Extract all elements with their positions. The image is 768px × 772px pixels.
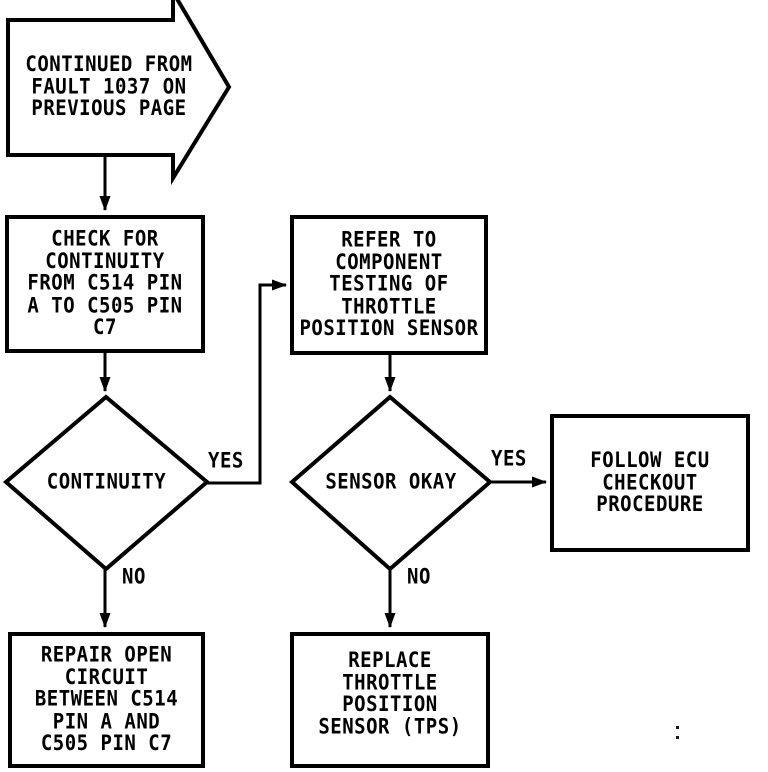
process-box-follow-ecu	[550, 414, 750, 552]
process-replace-label: REPLACE THROTTLE POSITION SENSOR (TPS)	[318, 647, 462, 739]
continuity-no-label: NO	[122, 564, 146, 590]
offpage-connector-label: CONTINUED FROM FAULT 1037 ON PREVIOUS PA…	[25, 52, 193, 122]
process-follow-ecu-label: FOLLOW ECU CHECKOUT PROCEDURE	[590, 447, 710, 517]
scan-artifact-dots	[676, 726, 679, 729]
continuity-yes-text: YES	[208, 448, 244, 474]
process-refer-label: REFER TO COMPONENT TESTING OF THROTTLE P…	[299, 227, 479, 341]
process-follow-ecu-text: FOLLOW ECU CHECKOUT PROCEDURE	[550, 414, 750, 552]
sensor-yes-text: YES	[491, 446, 527, 472]
decision-continuity-label: CONTINUITY	[46, 469, 167, 495]
process-check-label: CHECK FOR CONTINUITY FROM C514 PIN A TO …	[27, 226, 183, 340]
sensor-no-label: NO	[407, 564, 431, 590]
process-repair-label: REPAIR OPEN CIRCUIT BETWEEN C514 PIN A A…	[34, 642, 179, 756]
sensor-no-text: NO	[407, 564, 431, 590]
process-box-repair	[8, 632, 205, 768]
offpage-connector-text: CONTINUED FROM FAULT 1037 ON PREVIOUS PA…	[8, 20, 210, 155]
continuity-yes-label: YES	[208, 448, 244, 474]
decision-continuity-text: CONTINUITY	[6, 396, 207, 570]
process-repair-text: REPAIR OPEN CIRCUIT BETWEEN C514 PIN A A…	[8, 632, 205, 768]
process-replace-text: REPLACE THROTTLE POSITION SENSOR (TPS)	[290, 626, 490, 762]
process-check-text: CHECK FOR CONTINUITY FROM C514 PIN A TO …	[5, 215, 205, 353]
process-box-refer	[290, 215, 488, 355]
decision-sensor-okay-label: SENSOR OKAY	[325, 469, 457, 495]
process-refer-text: REFER TO COMPONENT TESTING OF THROTTLE P…	[290, 215, 488, 355]
process-box-check	[5, 215, 205, 353]
decision-sensor-okay-text: SENSOR OKAY	[292, 396, 490, 570]
process-box-replace	[290, 632, 490, 768]
offpage-arrow-shape	[6, 0, 232, 186]
sensor-yes-label: YES	[491, 446, 527, 472]
edge-continuity-yes	[207, 279, 287, 485]
continuity-no-text: NO	[122, 564, 146, 590]
